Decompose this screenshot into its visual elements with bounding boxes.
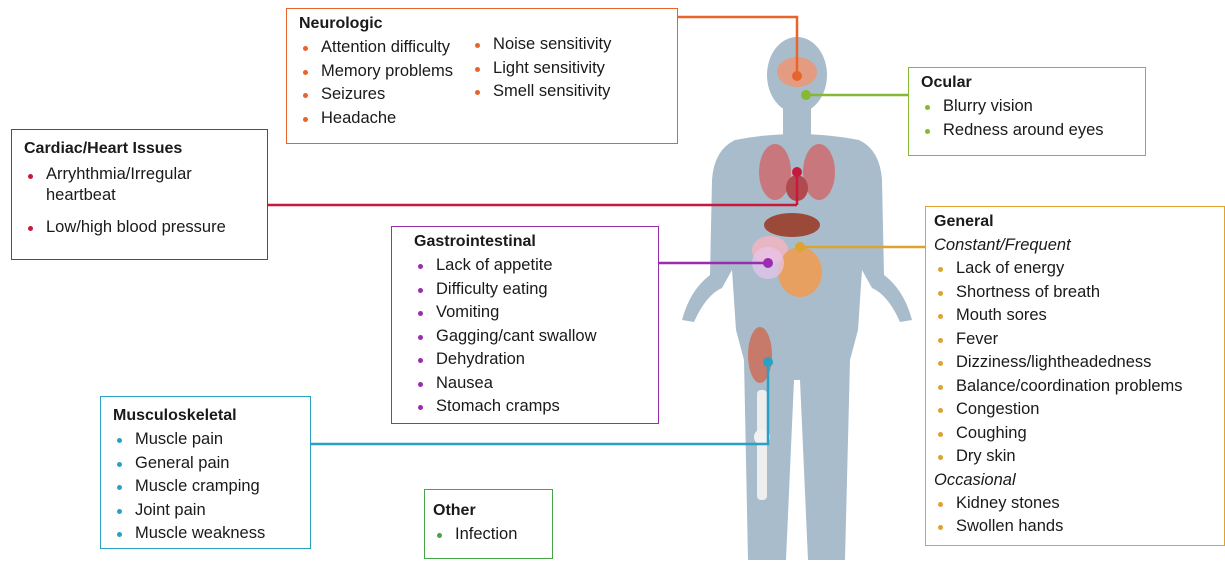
list-item: Noise sensitivity: [471, 33, 611, 57]
list-item: Infection: [433, 523, 540, 547]
list-item: Balance/coordination problems: [934, 375, 1224, 399]
list-item: Low/high blood pressure: [24, 216, 255, 240]
human-silhouette: [682, 37, 912, 560]
list-item: Muscle weakness: [113, 522, 298, 546]
intestine-icon: [778, 247, 822, 297]
list-item: Stomach cramps: [414, 395, 646, 419]
list-item: Light sensitivity: [471, 57, 611, 81]
ocular-box: Ocular Blurry vision Redness around eyes: [908, 67, 1146, 156]
general-occasional-label: Occasional: [934, 469, 1224, 492]
general-occasional-list: Kidney stones Swollen hands: [934, 492, 1224, 539]
general-frequent-list: Lack of energy Shortness of breath Mouth…: [934, 257, 1224, 469]
other-list: Infection: [433, 523, 540, 547]
musculo-box: Musculoskeletal Muscle pain General pain…: [100, 396, 311, 549]
list-item: Kidney stones: [934, 492, 1224, 516]
cardiac-list: Arryhthmia/Irregular heartbeat Low/high …: [24, 164, 255, 240]
ocular-title: Ocular: [921, 74, 1133, 92]
list-item: Lack of appetite: [414, 254, 646, 278]
ocular-list: Blurry vision Redness around eyes: [921, 95, 1133, 142]
list-item: Difficulty eating: [414, 278, 646, 302]
lung-left-icon: [759, 144, 791, 200]
neurologic-right-list: Noise sensitivity Light sensitivity Smel…: [471, 33, 611, 130]
general-title: General: [934, 213, 1224, 231]
list-item: Lack of energy: [934, 257, 1224, 281]
general-frequent-label: Constant/Frequent: [934, 234, 1224, 257]
list-item: Fever: [934, 328, 1224, 352]
list-item: Smell sensitivity: [471, 80, 611, 104]
cardiac-title: Cardiac/Heart Issues: [24, 140, 255, 158]
list-item: Coughing: [934, 422, 1224, 446]
list-item: Dizziness/lightheadedness: [934, 351, 1224, 375]
musculo-title: Musculoskeletal: [113, 407, 298, 425]
neurologic-left-list: Attention difficulty Memory problems Sei…: [299, 36, 453, 130]
list-item: Dry skin: [934, 445, 1224, 469]
list-item: Blurry vision: [921, 95, 1133, 119]
list-item: Congestion: [934, 398, 1224, 422]
list-item: Memory problems: [299, 60, 453, 84]
list-item: Gagging/cant swallow: [414, 325, 646, 349]
list-item: Mouth sores: [934, 304, 1224, 328]
neurologic-box: Neurologic Attention difficulty Memory p…: [286, 8, 678, 144]
general-box: General Constant/Frequent Lack of energy…: [925, 206, 1225, 546]
list-item: Muscle cramping: [113, 475, 298, 499]
list-item: Headache: [299, 107, 453, 131]
gastro-list: Lack of appetite Difficulty eating Vomit…: [414, 254, 646, 419]
list-item: Shortness of breath: [934, 281, 1224, 305]
lung-right-icon: [803, 144, 835, 200]
list-item: Nausea: [414, 372, 646, 396]
list-item: General pain: [113, 452, 298, 476]
gastro-box: Gastrointestinal Lack of appetite Diffic…: [391, 226, 659, 424]
neurologic-title: Neurologic: [299, 15, 665, 33]
other-box: Other Infection: [424, 489, 553, 559]
list-item: Seizures: [299, 83, 453, 107]
list-item: Arryhthmia/Irregular heartbeat: [24, 164, 231, 206]
list-item: Swollen hands: [934, 515, 1224, 539]
list-item: Attention difficulty: [299, 36, 453, 60]
liver-icon: [764, 213, 820, 237]
list-item: Dehydration: [414, 348, 646, 372]
list-item: Joint pain: [113, 499, 298, 523]
cardiac-box: Cardiac/Heart Issues Arryhthmia/Irregula…: [11, 129, 268, 260]
musculo-list: Muscle pain General pain Muscle cramping…: [113, 428, 298, 546]
list-item: Muscle pain: [113, 428, 298, 452]
list-item: Redness around eyes: [921, 119, 1133, 143]
gastro-title: Gastrointestinal: [414, 233, 646, 251]
other-title: Other: [433, 502, 540, 520]
list-item: Vomiting: [414, 301, 646, 325]
